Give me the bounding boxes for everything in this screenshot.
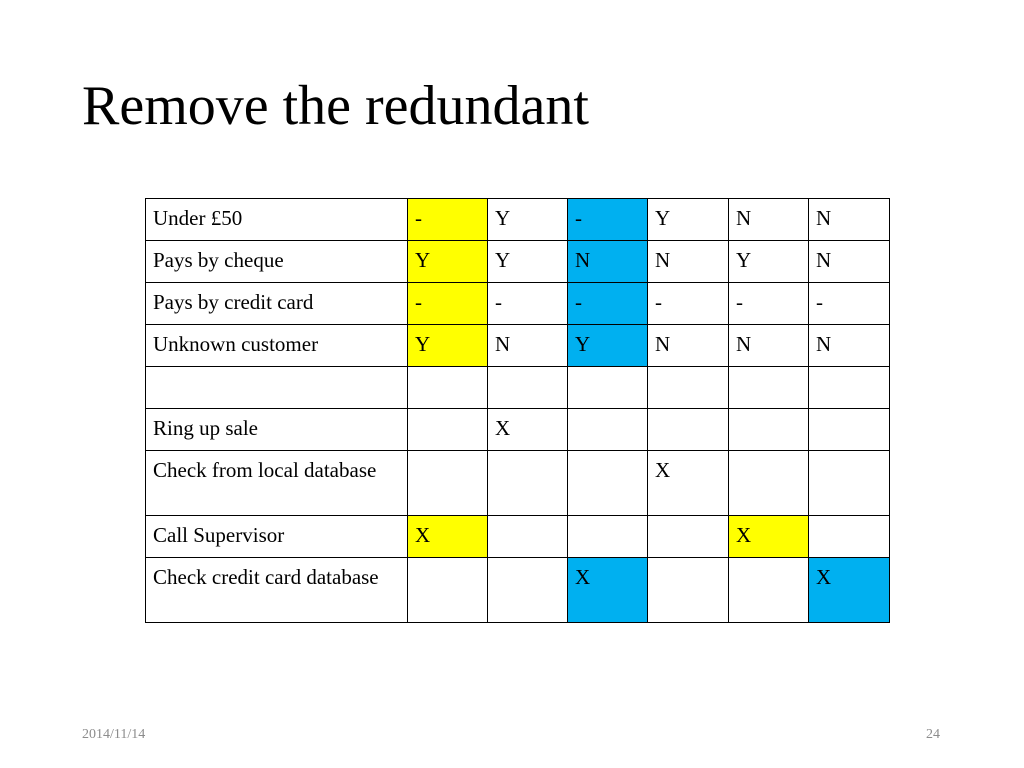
table-cell: N: [728, 198, 809, 241]
table-cell: Y: [487, 198, 568, 241]
table-cell: [728, 557, 809, 623]
table-cell: [567, 366, 648, 409]
table-cell: -: [407, 198, 488, 241]
table-cell: [808, 450, 890, 516]
condition-label: Pays by cheque: [145, 240, 408, 283]
table-cell: N: [728, 324, 809, 367]
table-row: [145, 366, 890, 409]
condition-label: Unknown customer: [145, 324, 408, 367]
table-cell: N: [808, 324, 890, 367]
table-cell: [647, 366, 729, 409]
table-cell: [487, 515, 568, 558]
table-row: Check from local database X: [145, 450, 890, 516]
table-cell: [487, 557, 568, 623]
slide-title: Remove the redundant: [82, 75, 589, 137]
table-cell: [407, 557, 488, 623]
separator-cell: [145, 366, 408, 409]
table-cell: [647, 557, 729, 623]
condition-label: Under £50: [145, 198, 408, 241]
action-label: Call Supervisor: [145, 515, 408, 558]
table-cell: Y: [728, 240, 809, 283]
table-cell: [487, 450, 568, 516]
table-cell: [407, 450, 488, 516]
table-cell: Y: [407, 324, 488, 367]
decision-table: Under £50 - Y - Y N N Pays by cheque Y Y…: [145, 198, 890, 623]
table-cell: [647, 515, 729, 558]
table-cell: [808, 366, 890, 409]
table-cell: -: [407, 282, 488, 325]
table-cell: Y: [487, 240, 568, 283]
action-label: Ring up sale: [145, 408, 408, 451]
table-cell: N: [647, 324, 729, 367]
table-row: Unknown customer Y N Y N N N: [145, 324, 890, 367]
table-cell: X: [567, 557, 648, 623]
table-cell: [567, 408, 648, 451]
table-row: Call Supervisor X X: [145, 515, 890, 558]
table-cell: N: [808, 240, 890, 283]
action-label: Check from local database: [145, 450, 408, 516]
table-cell: [647, 408, 729, 451]
table-cell: X: [808, 557, 890, 623]
table-cell: X: [728, 515, 809, 558]
table-cell: N: [808, 198, 890, 241]
table-cell: [407, 408, 488, 451]
table-cell: X: [647, 450, 729, 516]
table-cell: -: [487, 282, 568, 325]
table-cell: N: [647, 240, 729, 283]
table-cell: [808, 515, 890, 558]
table-cell: [567, 450, 648, 516]
table-cell: X: [407, 515, 488, 558]
table-cell: X: [487, 408, 568, 451]
table-cell: [728, 408, 809, 451]
table-cell: -: [647, 282, 729, 325]
table-cell: -: [808, 282, 890, 325]
table-cell: -: [728, 282, 809, 325]
table-row: Ring up sale X: [145, 408, 890, 451]
action-label: Check credit card database: [145, 557, 408, 623]
table-cell: Y: [647, 198, 729, 241]
table-row: Pays by cheque Y Y N N Y N: [145, 240, 890, 283]
table-row: Pays by credit card - - - - - -: [145, 282, 890, 325]
table-cell: [487, 366, 568, 409]
table-cell: [407, 366, 488, 409]
table-cell: [567, 515, 648, 558]
table-cell: N: [487, 324, 568, 367]
slide-number: 24: [926, 727, 940, 742]
table-row: Check credit card database X X: [145, 557, 890, 623]
table-cell: -: [567, 282, 648, 325]
table-cell: Y: [567, 324, 648, 367]
table-cell: Y: [407, 240, 488, 283]
table-cell: -: [567, 198, 648, 241]
condition-label: Pays by credit card: [145, 282, 408, 325]
table-row: Under £50 - Y - Y N N: [145, 198, 890, 241]
table-cell: [728, 366, 809, 409]
table-cell: [728, 450, 809, 516]
slide-date: 2014/11/14: [82, 727, 146, 742]
table-cell: [808, 408, 890, 451]
table-cell: N: [567, 240, 648, 283]
